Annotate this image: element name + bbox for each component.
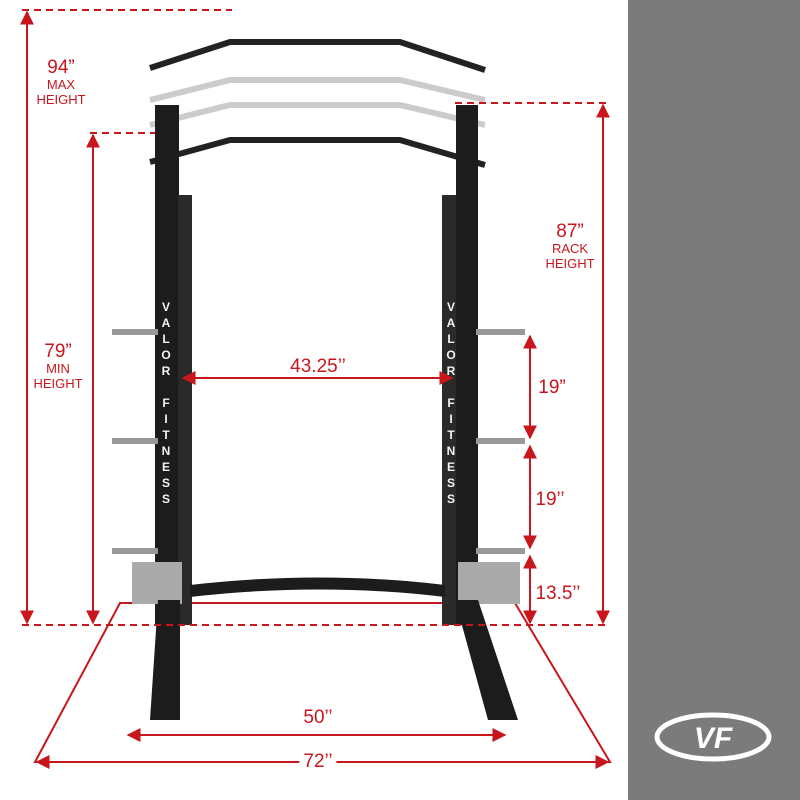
svg-text:VF: VF — [694, 722, 733, 755]
right-upright-front — [442, 195, 456, 625]
min-height-caption-2: HEIGHT — [33, 376, 83, 391]
dimension-arrows — [20, 10, 610, 769]
base-crossbar — [190, 577, 445, 597]
right-upright — [456, 105, 478, 625]
min-height-label: 79” MIN HEIGHT — [29, 341, 87, 391]
pullup-bar-top — [149, 39, 486, 73]
floor-footprint — [33, 602, 612, 763]
right-spotter-arm — [458, 562, 520, 604]
left-upright-brand-text: VALOR FITNESS — [159, 300, 173, 508]
max-height-label: 94” MAX HEIGHT — [36, 58, 85, 107]
weight-pegs — [112, 329, 525, 554]
bottom-peg-height-label: 13.5’’ — [535, 583, 581, 604]
pullup-bar-positions — [149, 77, 486, 128]
max-height-value: 94” — [47, 57, 75, 78]
min-height-caption-1: MIN — [46, 361, 70, 376]
right-upright-brand-text: VALOR FITNESS — [444, 300, 458, 508]
max-height-caption-2: HEIGHT — [36, 92, 86, 107]
rack-height-value: 87” — [556, 221, 584, 242]
rack-height-caption-2: HEIGHT — [545, 256, 595, 271]
inner-width-label: 43.25’’ — [290, 356, 346, 377]
left-upright-front — [178, 195, 192, 625]
upper-spacing-label: 19” — [538, 377, 566, 398]
pullup-bar-bottom — [149, 137, 486, 168]
left-foot — [150, 600, 180, 720]
left-spotter-arm — [132, 562, 182, 604]
rack-height-caption-1: RACK — [551, 241, 589, 256]
footprint-width-label: 72’’ — [299, 752, 337, 771]
max-height-caption-1: MAX — [46, 77, 76, 92]
right-foot — [455, 600, 518, 720]
guide-lines — [22, 9, 608, 626]
lower-spacing-label: 19’’ — [535, 489, 565, 510]
min-height-value: 79” — [44, 341, 72, 362]
base-width-label: 50’’ — [303, 707, 333, 728]
side-panel — [628, 0, 800, 800]
rack-height-label: 87” RACK HEIGHT — [545, 222, 594, 271]
vf-logo: VF — [654, 712, 772, 762]
left-upright — [155, 105, 179, 625]
